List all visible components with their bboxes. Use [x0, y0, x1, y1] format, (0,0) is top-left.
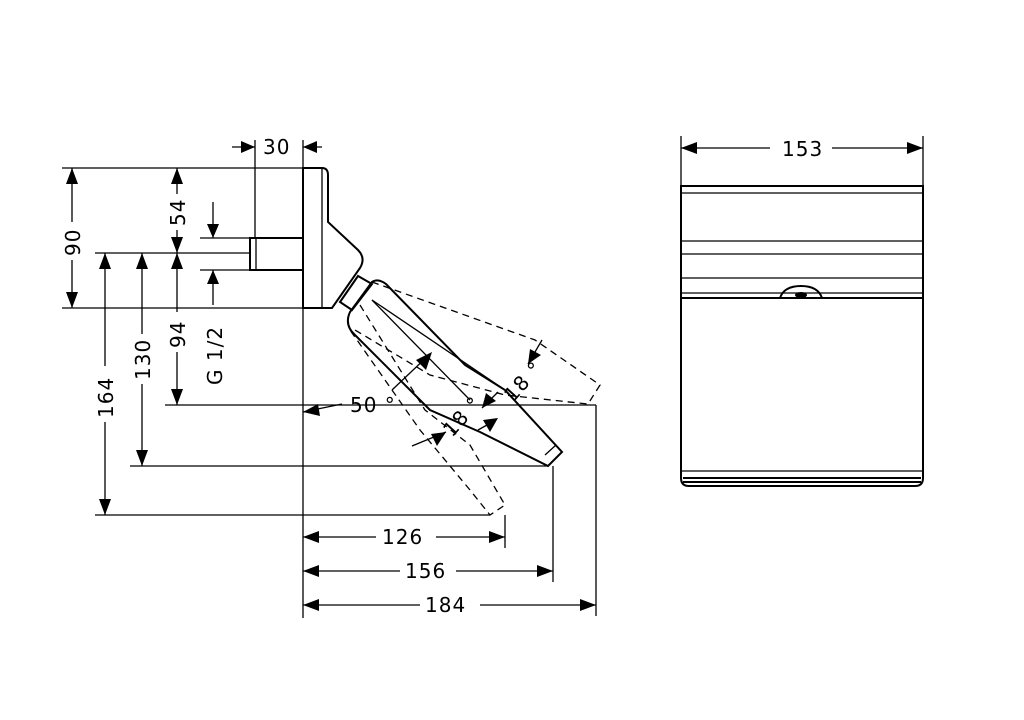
arrowhead [303, 531, 319, 543]
shower-face-line [371, 299, 471, 401]
thread-label: G 1/2 [203, 326, 227, 385]
arrowhead [207, 224, 219, 238]
shower-face-line-2 [371, 299, 506, 391]
angle-18-upper-label: 18 ° [499, 356, 547, 406]
arrowhead [483, 418, 498, 432]
arrowhead [528, 349, 541, 364]
arrowhead [171, 253, 183, 269]
label-mask [166, 194, 188, 230]
arrowhead [66, 292, 78, 308]
tilt-position-up [354, 281, 601, 405]
arrowhead [171, 237, 183, 253]
front-view: 153 [680, 135, 924, 487]
arrowhead [303, 404, 320, 416]
arrowhead [416, 352, 432, 370]
angle-50-label: 50 ° [350, 393, 396, 417]
label-mask [94, 366, 116, 422]
arrowhead [537, 565, 553, 577]
label-mask [60, 222, 84, 260]
arrowhead [303, 565, 319, 577]
arrowhead [241, 141, 255, 153]
shower-tip-line [544, 444, 557, 456]
arrowhead [303, 599, 319, 611]
arrowhead [171, 168, 183, 184]
front-upper-housing [680, 185, 924, 299]
front-knob [779, 284, 823, 299]
dim-130-label: 130 [131, 339, 155, 380]
arrowhead [66, 168, 78, 184]
arrowhead [482, 393, 496, 408]
label-mask [420, 592, 480, 618]
arrowhead [136, 450, 148, 466]
tilt-position-down [349, 304, 506, 516]
front-lower-body [680, 297, 924, 487]
arrowhead [489, 531, 505, 543]
label-mask [770, 135, 832, 161]
swivel-joint [338, 274, 374, 312]
label-mask [131, 334, 153, 384]
front-knob-hole [795, 292, 807, 298]
side-view: 30 90 54 G 1/2 94 130 [60, 135, 601, 618]
label-mask [166, 312, 188, 352]
dim-94-label: 94 [166, 321, 190, 348]
dim-164-label: 164 [94, 377, 118, 418]
dim-30-label: 30 [263, 135, 290, 159]
arrowhead [907, 142, 923, 154]
label-mask [400, 558, 456, 584]
dim-126-label: 126 [382, 525, 423, 549]
arrowhead [207, 270, 219, 284]
arrowhead [303, 141, 317, 153]
arrowhead [431, 432, 446, 446]
dim-156-label: 156 [405, 559, 446, 583]
arrowhead [99, 253, 111, 269]
arrowhead [681, 142, 697, 154]
wall-bracket [302, 167, 364, 309]
label-mask [376, 524, 436, 550]
dim-54-label: 54 [166, 199, 190, 226]
angle-18-lower-label: 18 ° [438, 391, 486, 441]
dim-153-label: 153 [782, 137, 823, 161]
arrowhead [580, 599, 596, 611]
dim-184-label: 184 [425, 593, 466, 617]
arrowhead [136, 253, 148, 269]
arrowhead [99, 499, 111, 515]
dim-90-label: 90 [61, 229, 85, 256]
arrowhead [171, 389, 183, 405]
pipe-connection [249, 237, 304, 271]
